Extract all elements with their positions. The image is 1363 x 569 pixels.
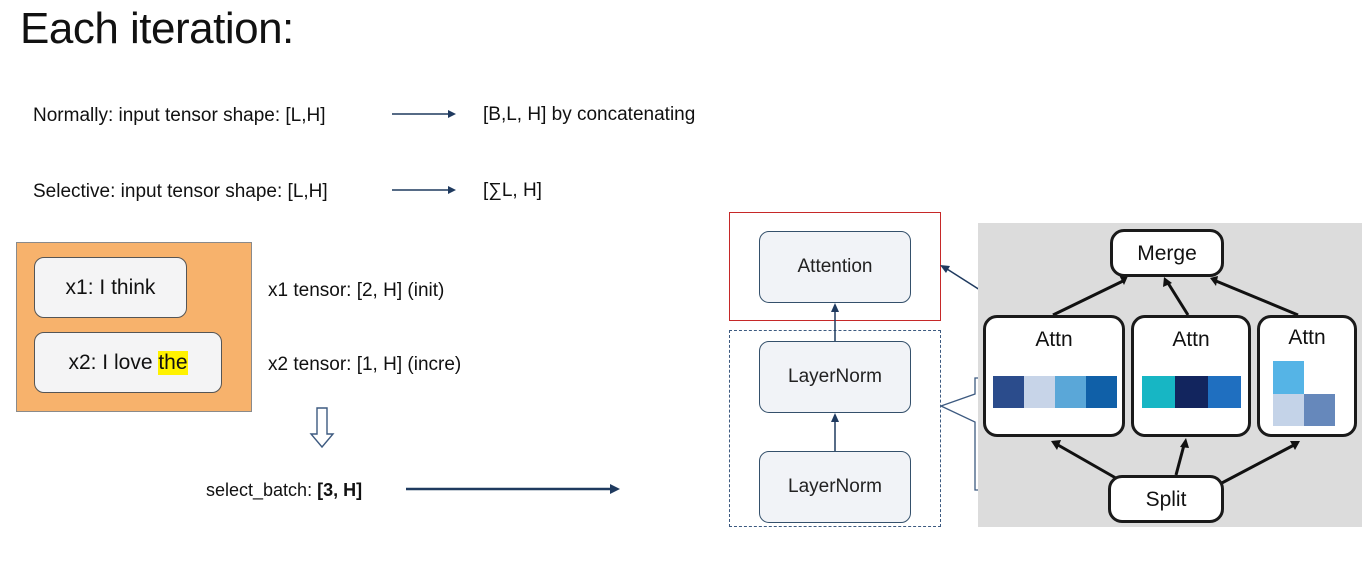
sequence-x1: x1: I think bbox=[34, 257, 187, 318]
sequence-x2-text: x2: I love bbox=[68, 350, 159, 374]
split-block: Split bbox=[1108, 475, 1224, 523]
merge-label: Merge bbox=[1137, 242, 1197, 265]
attn-block-3: Attn bbox=[1257, 315, 1357, 437]
attn-block-2: Attn bbox=[1131, 315, 1251, 437]
split-attention-photo: Merge Attn Attn Attn Split bbox=[978, 223, 1362, 527]
attn-cell bbox=[1273, 361, 1304, 394]
selective-arrow bbox=[392, 186, 456, 194]
select-batch-label: select_batch: [3, H] bbox=[206, 480, 362, 501]
select-batch-arrow bbox=[406, 484, 620, 494]
normal-shape-label: Normally: input tensor shape: [L,H] bbox=[33, 105, 326, 126]
attn-cell bbox=[1304, 394, 1335, 426]
layernorm-top-label: LayerNorm bbox=[788, 366, 882, 387]
attn-cell bbox=[1208, 376, 1241, 408]
normal-arrow bbox=[392, 110, 456, 118]
highlighted-token: the bbox=[158, 350, 188, 375]
sequence-x2: x2: I love the bbox=[34, 332, 222, 393]
selective-shape-result: [∑L, H] bbox=[483, 180, 542, 201]
select-batch-text: select_batch: bbox=[206, 480, 318, 500]
layernorm-bottom-node: LayerNorm bbox=[759, 451, 911, 523]
layernorm-bottom-label: LayerNorm bbox=[788, 476, 882, 497]
merge-block: Merge bbox=[1110, 229, 1224, 277]
sequence-x1-text: x1: I think bbox=[65, 275, 156, 299]
normal-shape-result: [B,L, H] by concatenating bbox=[483, 104, 696, 125]
attn-cell bbox=[1273, 394, 1304, 426]
attn-label-3: Attn bbox=[1288, 326, 1326, 349]
hollow-down-arrow-icon bbox=[309, 407, 335, 449]
sequence-panel: x1: I think x2: I love the bbox=[16, 242, 252, 412]
selective-shape-label: Selective: input tensor shape: [L,H] bbox=[33, 181, 328, 202]
x1-tensor-label: x1 tensor: [2, H] (init) bbox=[268, 280, 445, 301]
attn-cell bbox=[1055, 376, 1086, 408]
attn-cell bbox=[1175, 376, 1208, 408]
select-batch-value: [3, H] bbox=[317, 480, 363, 500]
attn-cell bbox=[1024, 376, 1055, 408]
attn-cell bbox=[993, 376, 1024, 408]
attention-node: Attention bbox=[759, 231, 911, 303]
split-label: Split bbox=[1145, 488, 1187, 511]
x2-tensor-label: x2 tensor: [1, H] (incre) bbox=[268, 354, 462, 375]
attn-label-2: Attn bbox=[1172, 328, 1210, 351]
attention-node-label: Attention bbox=[797, 256, 873, 277]
layernorm-top-node: LayerNorm bbox=[759, 341, 911, 413]
attn-block-1: Attn bbox=[983, 315, 1125, 437]
attn-cell bbox=[1142, 376, 1175, 408]
slide-title: Each iteration: bbox=[20, 4, 294, 53]
attn-label-1: Attn bbox=[1035, 328, 1073, 351]
attn-cell bbox=[1086, 376, 1117, 408]
